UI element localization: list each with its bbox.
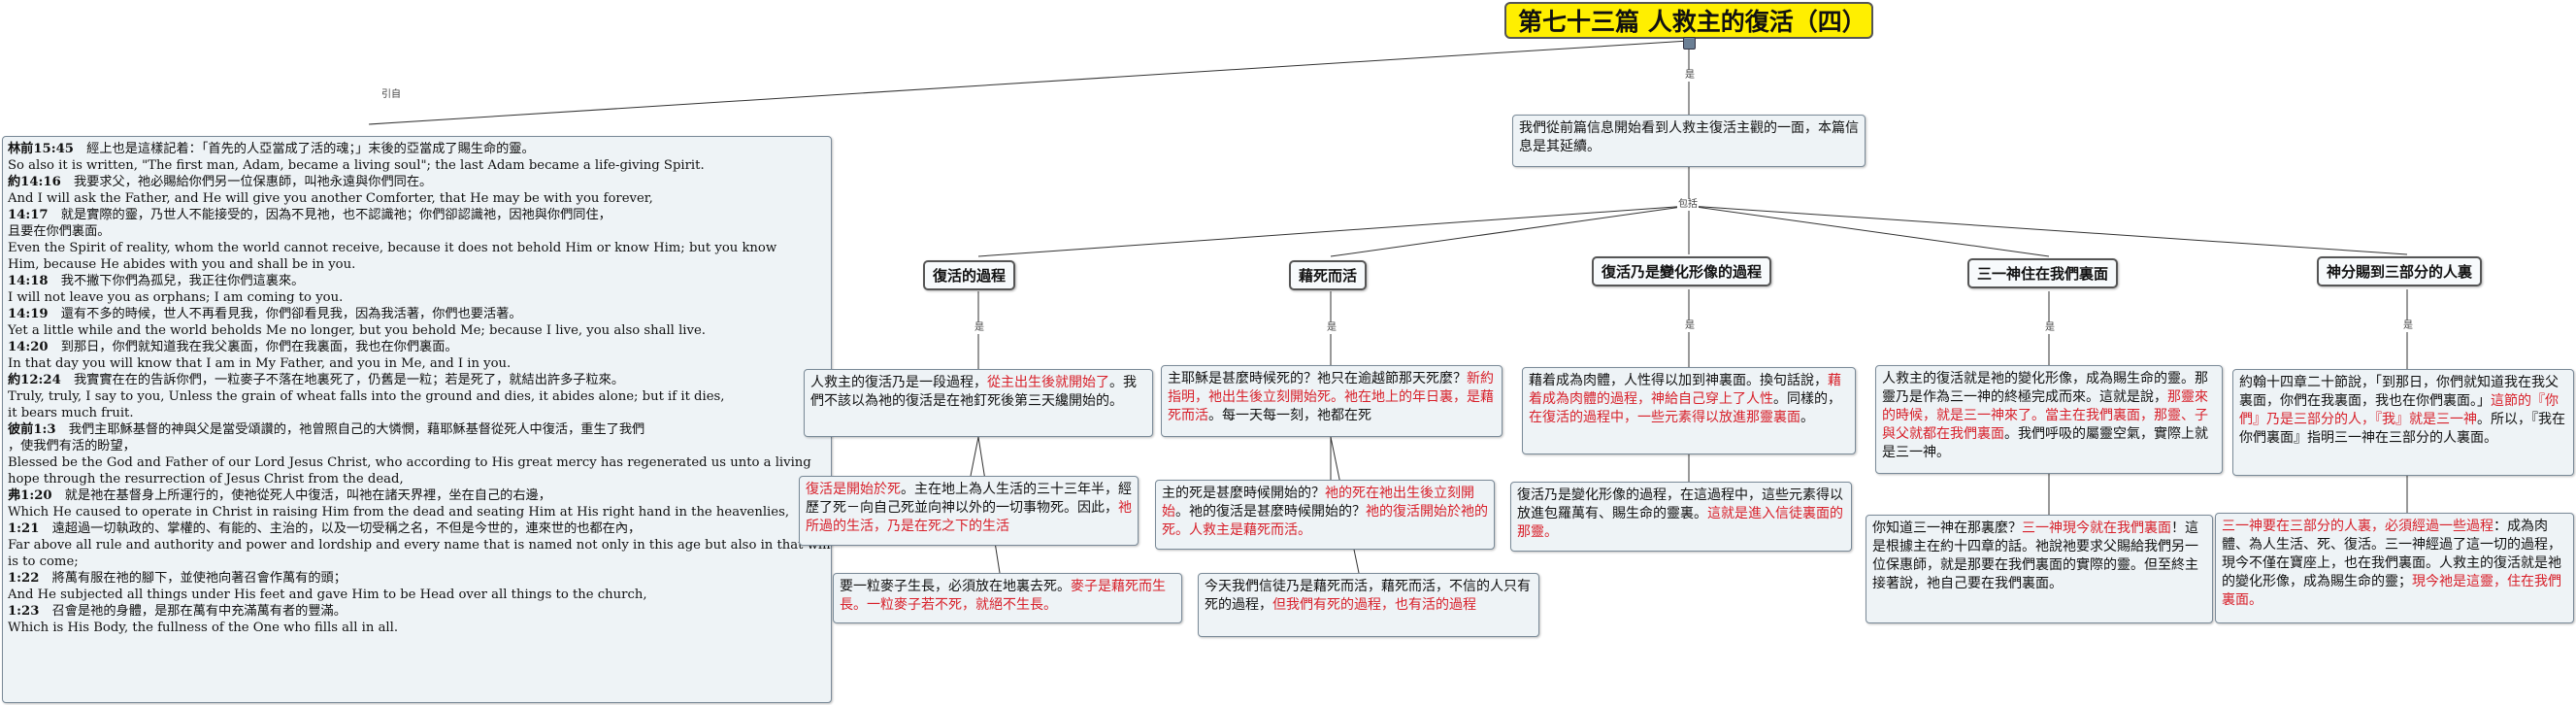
verse-zh: 就是祂在基督身上所運行的，使祂從死人中復活，叫祂在諸天界裡，坐在自己的右邊， bbox=[51, 488, 551, 503]
verse-row: 弗1:20 就是祂在基督身上所運行的，使祂從死人中復活，叫祂在諸天界裡，坐在自己… bbox=[8, 487, 826, 504]
verse-en: And He subjected all things under His fe… bbox=[8, 588, 647, 602]
branch1-node1[interactable]: 人救主的復活乃是一段過程，從主出生後就開始了。我們不該以為祂的復活是在祂釘死後第… bbox=[804, 369, 1153, 437]
verse-ref: 14:19 bbox=[8, 307, 49, 321]
branch5-node1[interactable]: 約翰十四章二十節說，「到那日，你們就知道我在我父裏面，你們在我裏面，我也在你們裏… bbox=[2232, 369, 2574, 476]
topic-triune-god-in-us[interactable]: 三一神住在我們裏面 bbox=[1967, 258, 2119, 288]
branch2-node3[interactable]: 今天我們信徒乃是藉死而活，藉死而活，不信的人只有死的過程，但我們有死的過程，也有… bbox=[1198, 573, 1539, 637]
verse-row: 約12:24 我實實在在的告訴你們，一粒麥子不落在地裏死了，仍舊是一粒；若是死了… bbox=[8, 372, 826, 388]
intro-text: 我們從前篇信息開始看到人救主復活主觀的一面，本篇信息是其延續。 bbox=[1519, 120, 1859, 154]
verse-ref: 14:17 bbox=[8, 208, 49, 222]
verse-row: 14:17 就是實際的靈，乃世人不能接受的，因為不見祂，也不認識祂；你們卻認識祂… bbox=[8, 207, 826, 223]
scripture-node[interactable]: 林前15:45 經上也是這樣記着：「首先的人亞當成了活的魂；」末後的亞當成了賜生… bbox=[2, 136, 832, 703]
verse-en-cont: Him, because He abides with you and shal… bbox=[8, 257, 356, 272]
verse-row: 彼前1:3 我們主耶穌基督的神與父是當受頌讚的，祂曾照自己的大憐憫，藉耶穌基督從… bbox=[8, 421, 826, 438]
verse-zh: 召會是祂的身體，是那在萬有中充滿萬有者的豐滿。 bbox=[39, 604, 347, 619]
verse-en: In that day you will know that I am in M… bbox=[8, 356, 512, 371]
branch5-node2[interactable]: 三一神要在三部分的人裏，必須經過一些過程：成為肉體、為人生活、死、復活。三一神經… bbox=[2215, 513, 2574, 623]
verse-ref: 弗1:20 bbox=[8, 488, 52, 503]
verse-en-cont: is to come; bbox=[8, 554, 79, 569]
verse-zh: 還有不多的時候，世人不再看見我，你們卻看見我，因為我活著，你們也要活著。 bbox=[48, 307, 522, 321]
branch2-node2[interactable]: 主的死是甚麼時候開始的？祂的死在祂出生後立刻開始。祂的復活是甚麼時候開始的？祂的… bbox=[1155, 480, 1495, 550]
verse-en-cont: it bears much fruit. bbox=[8, 406, 134, 420]
verse-row: 約14:16 我要求父，祂必賜給你們另一位保惠師，叫祂永遠與你們同在。 bbox=[8, 174, 826, 190]
verse-row: 14:18 我不撇下你們為孤兒，我正往你們這裏來。 bbox=[8, 273, 826, 289]
branch4-node2[interactable]: 你知道三一神在那裏麼？三一神現今就在我們裏面！這是根據主在約十四章的話。祂說祂要… bbox=[1866, 515, 2213, 623]
edge-label-is-branch4: 是 bbox=[2044, 322, 2056, 334]
verse-ref: 約12:24 bbox=[8, 373, 61, 387]
edge-label-is-branch2: 是 bbox=[1326, 322, 1338, 334]
verse-zh: 到那日，你們就知道我在我父裏面，你們在我裏面，我也在你們裏面。 bbox=[48, 340, 458, 354]
topic-god-dispensed-tripartite[interactable]: 神分賜到三部分的人裏 bbox=[2317, 256, 2483, 286]
verse-en: Truly, truly, I say to you, Unless the g… bbox=[8, 389, 725, 404]
verse-zh: 經上也是這樣記着：「首先的人亞當成了活的魂；」末後的亞當成了賜生命的靈。 bbox=[73, 142, 535, 156]
verse-zh-cont: ，使我們有活的盼望， bbox=[8, 439, 136, 453]
verse-ref: 1:23 bbox=[8, 604, 40, 619]
verse-en: Which is His Body, the fullness of the O… bbox=[8, 621, 399, 635]
edge-label-is-branch5: 是 bbox=[2402, 320, 2414, 332]
verse-zh: 遠超過一切執政的、掌權的、有能的、主治的，以及一切受稱之名，不但是今世的，連來世… bbox=[39, 521, 642, 536]
edge-label-is: 是 bbox=[1684, 70, 1696, 82]
verse-en: Blessed be the God and Father of our Lor… bbox=[8, 455, 811, 470]
verse-ref: 1:21 bbox=[8, 521, 40, 536]
verse-en: Which He caused to operate in Christ in … bbox=[8, 505, 790, 520]
verse-row: 1:23 召會是祂的身體，是那在萬有中充滿萬有者的豐滿。 bbox=[8, 603, 826, 620]
verse-en-cont: hope through the resurrection of Jesus C… bbox=[8, 472, 404, 487]
edge-label-cite: 引自 bbox=[380, 89, 402, 101]
edge-label-is-branch1: 是 bbox=[974, 322, 985, 334]
verse-en: Even the Spirit of reality, whom the wor… bbox=[8, 241, 777, 255]
verse-row: 14:20 到那日，你們就知道我在我父裏面，你們在我裏面，我也在你們裏面。 bbox=[8, 339, 826, 355]
central-topic[interactable]: 第七十三篇 人救主的復活（四） bbox=[1504, 2, 1873, 39]
topic-transfiguration-process[interactable]: 復活乃是變化形像的過程 bbox=[1592, 256, 1772, 286]
verse-en: Yet a little while and the world beholds… bbox=[8, 323, 706, 338]
branch3-node1[interactable]: 藉着成為肉體，人性得以加到神裏面。換句話說，藉着成為肉體的過程，神給自己穿上了人… bbox=[1522, 367, 1856, 454]
verse-zh: 我要求父，祂必賜給你們另一位保惠師，叫祂永遠與你們同在。 bbox=[60, 175, 433, 189]
verse-en: I will not leave you as orphans; I am co… bbox=[8, 290, 344, 305]
verse-ref: 1:22 bbox=[8, 571, 40, 586]
verse-zh: 就是實際的靈，乃世人不能接受的，因為不見祂，也不認識祂；你們卻認識祂，因祂與你們… bbox=[48, 208, 611, 222]
verse-zh-cont: 且要在你們裏面。 bbox=[8, 224, 111, 239]
verse-row: 林前15:45 經上也是這樣記着：「首先的人亞當成了活的魂；」末後的亞當成了賜生… bbox=[8, 141, 826, 157]
verse-ref: 彼前1:3 bbox=[8, 422, 56, 437]
topic-resurrection-process[interactable]: 復活的過程 bbox=[923, 260, 1016, 290]
verse-en: And I will ask the Father, and He will g… bbox=[8, 191, 653, 206]
verse-row: 1:21 遠超過一切執政的、掌權的、有能的、主治的，以及一切受稱之名，不但是今世… bbox=[8, 520, 826, 537]
verse-zh: 我們主耶穌基督的神與父是當受頌讚的，祂曾照自己的大憐憫，藉耶穌基督從死人中復活，… bbox=[55, 422, 645, 437]
edge-label-is-branch3: 是 bbox=[1684, 320, 1696, 332]
verse-en: Far above all rule and authority and pow… bbox=[8, 538, 832, 553]
collapse-toggle-icon[interactable] bbox=[1683, 37, 1696, 50]
verse-ref: 14:20 bbox=[8, 340, 49, 354]
verse-zh: 將萬有服在祂的腳下，並使祂向著召會作萬有的頭； bbox=[39, 571, 347, 586]
branch1-node3[interactable]: 要一粒麥子生長，必須放在地裏去死。麥子是藉死而生長。一粒麥子若不死，就絕不生長。 bbox=[833, 573, 1182, 623]
verse-row: 1:22 將萬有服在祂的腳下，並使祂向著召會作萬有的頭； bbox=[8, 570, 826, 587]
verse-ref: 14:18 bbox=[8, 274, 49, 288]
verse-ref: 約14:16 bbox=[8, 175, 61, 189]
intro-node[interactable]: 我們從前篇信息開始看到人救主復活主觀的一面，本篇信息是其延續。 bbox=[1512, 115, 1866, 167]
verse-ref: 林前15:45 bbox=[8, 142, 74, 156]
verse-row: 14:19 還有不多的時候，世人不再看見我，你們卻看見我，因為我活著，你們也要活… bbox=[8, 306, 826, 322]
edge-label-include: 包括 bbox=[1677, 199, 1699, 211]
branch4-node1[interactable]: 人救主的復活就是祂的變化形像，成為賜生命的靈。那靈乃是作為三一神的終極完成而來。… bbox=[1875, 365, 2223, 474]
verse-en: So also it is written, "The first man, A… bbox=[8, 158, 705, 173]
branch1-node2[interactable]: 復活是開始於死。主在地上為人生活的三十三年半，經歷了死－向自己死並向神以外的一切… bbox=[799, 476, 1139, 546]
branch2-node1[interactable]: 主耶穌是甚麼時候死的？祂只在逾越節那天死麼？新約指明，祂出生後立刻開始死。祂在地… bbox=[1161, 365, 1503, 437]
verse-zh: 我不撇下你們為孤兒，我正往你們這裏來。 bbox=[48, 274, 305, 288]
topic-live-through-death[interactable]: 藉死而活 bbox=[1289, 260, 1368, 290]
branch3-node2[interactable]: 復活乃是變化形像的過程，在這過程中，這些元素得以放進包羅萬有、賜生命的靈裏。這就… bbox=[1510, 482, 1852, 552]
verse-zh: 我實實在在的告訴你們，一粒麥子不落在地裏死了，仍舊是一粒；若是死了，就結出許多子… bbox=[60, 373, 625, 387]
